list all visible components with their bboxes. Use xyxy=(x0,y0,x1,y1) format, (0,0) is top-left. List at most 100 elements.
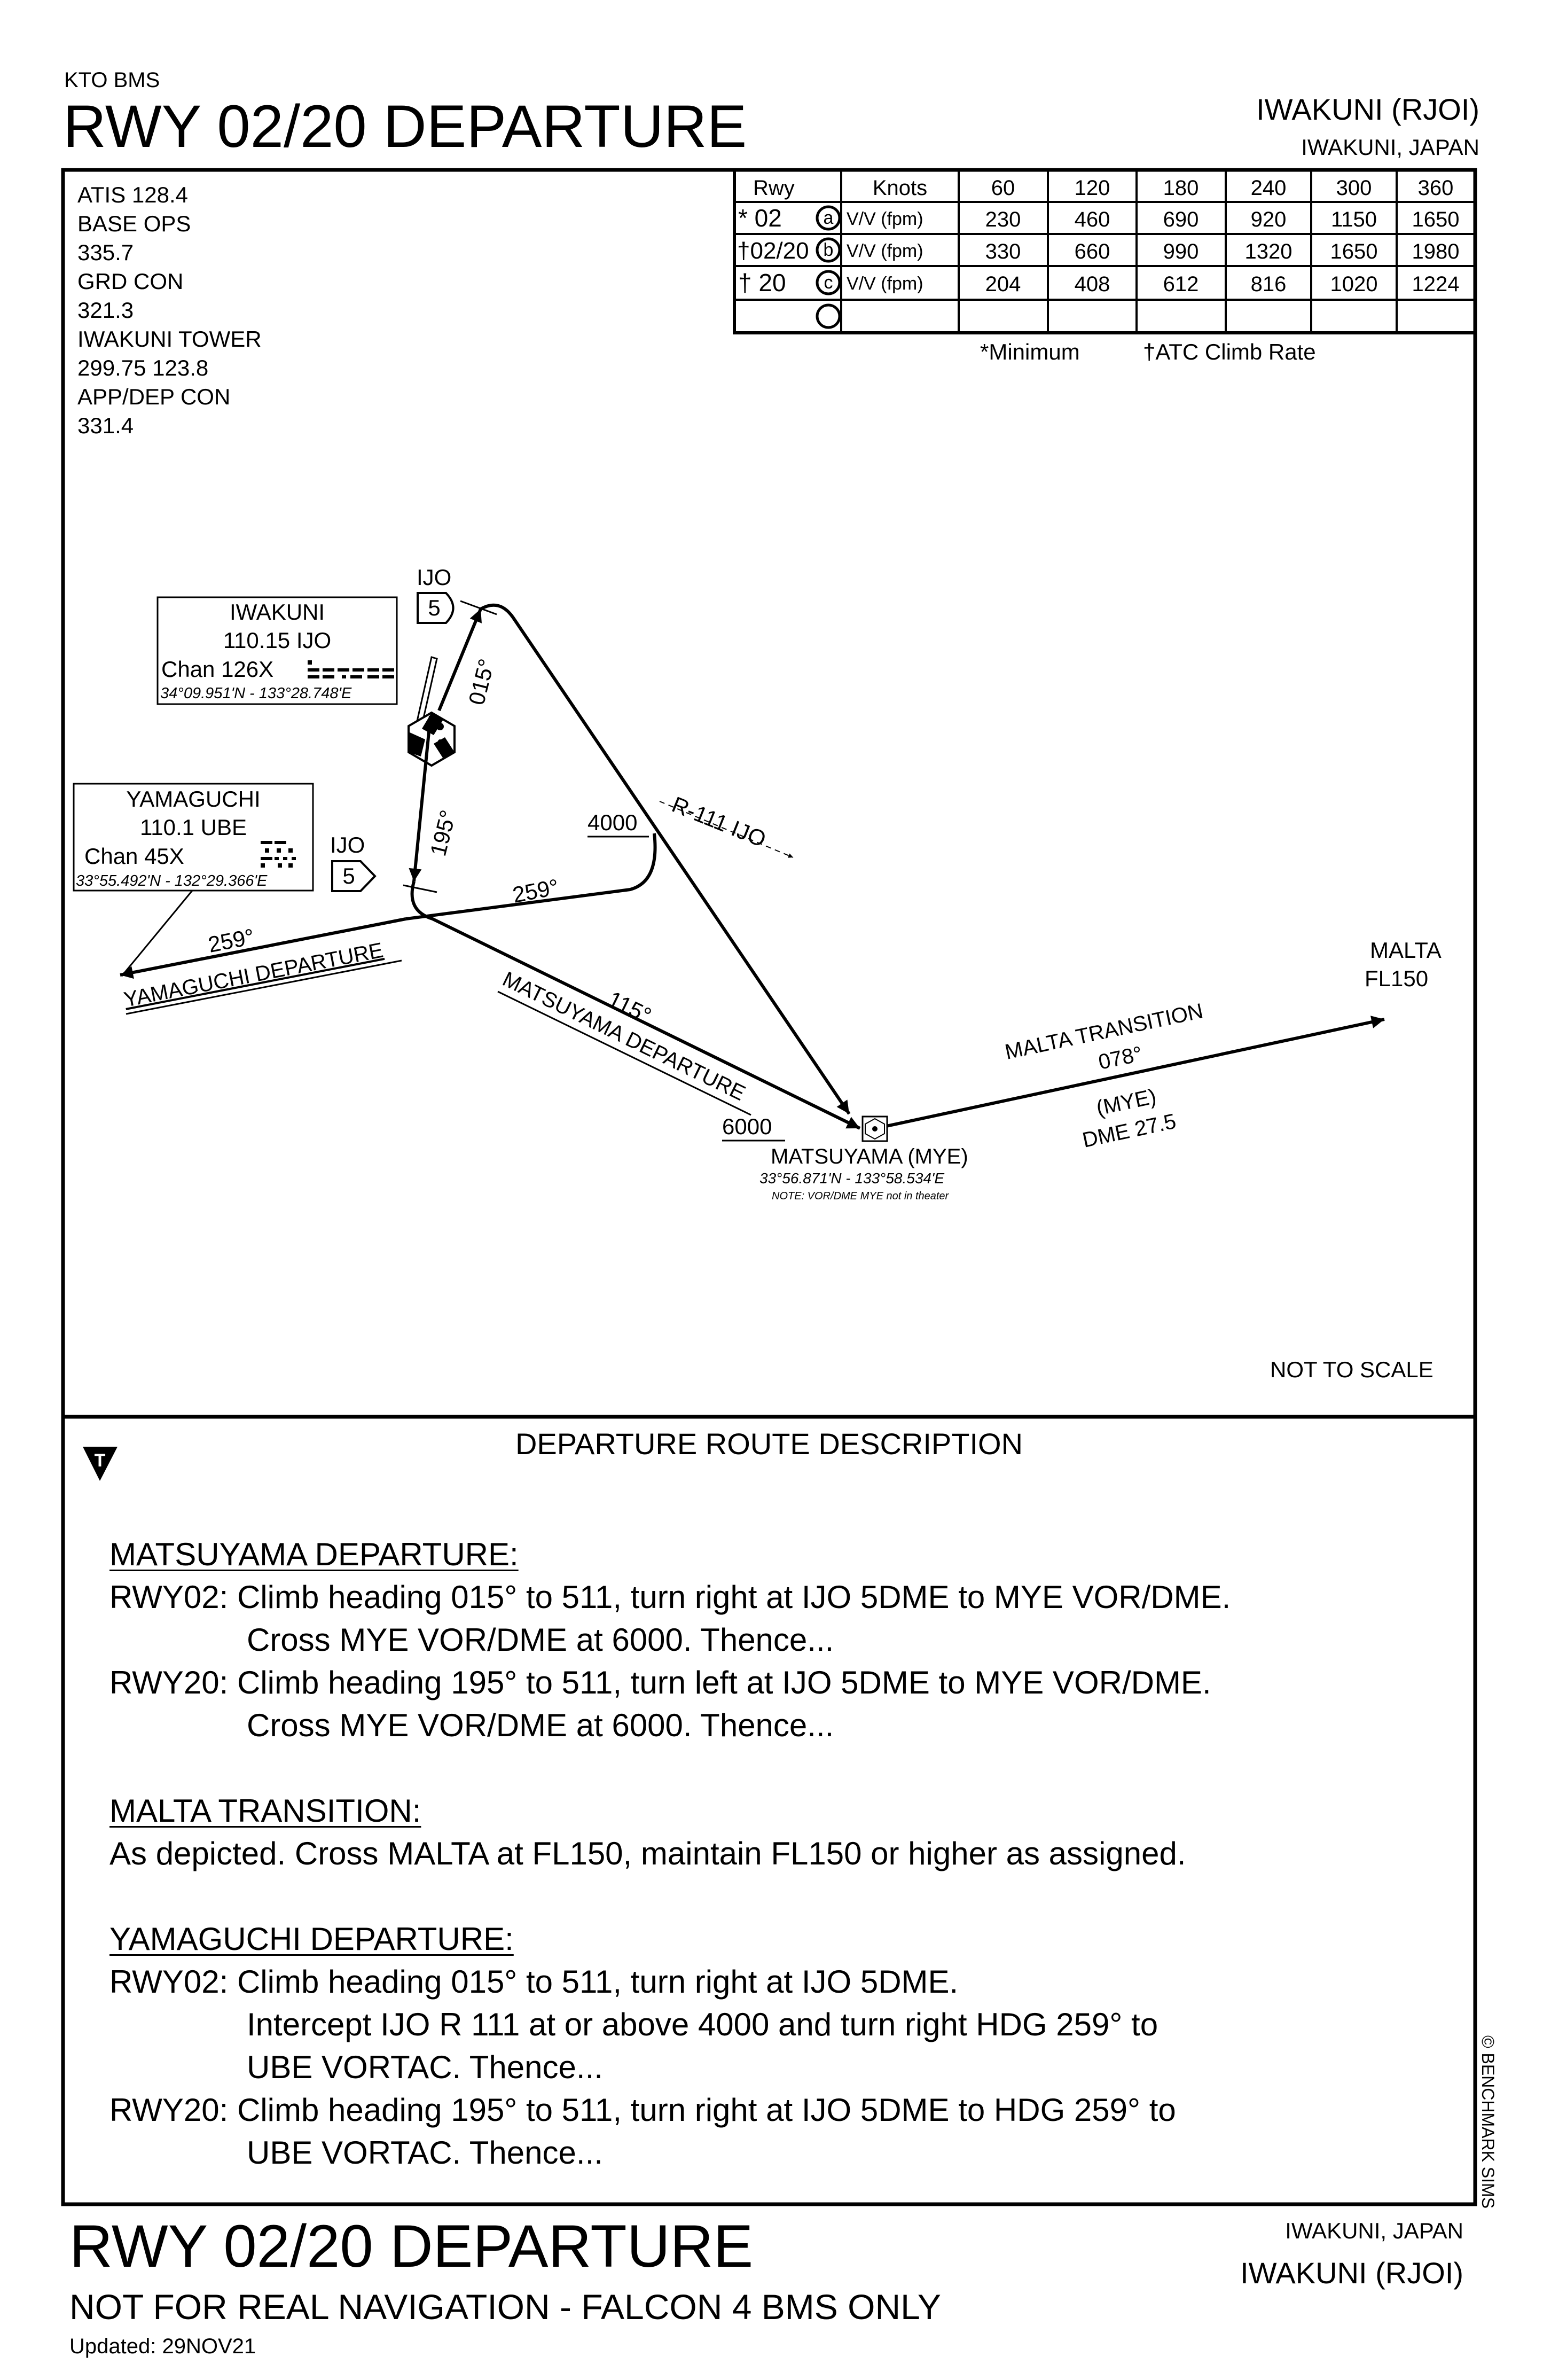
code-circle xyxy=(816,270,841,295)
th-knots-val: 360 xyxy=(1418,176,1454,200)
row-val: 408 xyxy=(1075,272,1110,296)
code-circle xyxy=(816,303,841,329)
row-val: 990 xyxy=(1163,240,1199,263)
yamaguchi-coord: 33°55.492'N - 132°29.366'E xyxy=(76,872,268,889)
code-letter: c xyxy=(824,272,833,293)
label-4000: 4000 xyxy=(588,810,637,835)
malta-title: MALTA TRANSITION: xyxy=(109,1793,421,1829)
note-minimum: *Minimum xyxy=(980,339,1080,364)
code-circle xyxy=(816,205,841,231)
malta-line-1: As depicted. Cross MALTA at FL150, maint… xyxy=(109,1836,1186,1871)
dme-tick-north xyxy=(460,600,497,615)
footer-title: RWY 02/20 DEPARTURE xyxy=(69,2213,754,2280)
label-fl150: FL150 xyxy=(1365,966,1428,991)
code-letter: a xyxy=(824,208,834,228)
row-val: 1020 xyxy=(1330,272,1378,296)
iwakuni-chan: Chan 126X xyxy=(161,657,273,682)
route-r111-loop xyxy=(405,833,657,920)
runway-code-circles xyxy=(816,205,841,329)
label-r111: R-111 IJO xyxy=(669,792,770,852)
mye-vor-dme-icon xyxy=(861,1115,888,1142)
freq-line: ATIS 128.4 xyxy=(77,182,189,207)
dme-fix-north xyxy=(417,592,455,624)
description-heading: DEPARTURE ROUTE DESCRIPTION xyxy=(515,1427,1023,1461)
yamaguchi-name: YAMAGUCHI xyxy=(126,786,260,811)
yamaguchi-line-4: RWY20: Climb heading 195° to 511, turn r… xyxy=(109,2092,1176,2128)
row-val: 920 xyxy=(1251,208,1287,231)
th-knots: Knots xyxy=(873,176,927,200)
note-atc: †ATC Climb Rate xyxy=(1143,339,1316,364)
route-015-leg xyxy=(437,608,482,712)
matsuyama-line-3: RWY20: Climb heading 195° to 511, turn l… xyxy=(109,1665,1211,1700)
code-letters: a b c xyxy=(824,208,834,293)
row-val: 204 xyxy=(985,272,1021,296)
page-title: RWY 02/20 DEPARTURE xyxy=(63,93,747,160)
iwakuni-coord: 34°09.951'N - 133°28.748'E xyxy=(160,685,352,702)
takeoff-minimums-icon: T xyxy=(83,1447,118,1481)
row-val: 230 xyxy=(985,208,1021,231)
dme-fix-south xyxy=(331,860,377,892)
th-knots-val: 240 xyxy=(1251,176,1287,200)
label-matsuyama-departure: MATSUYAMA DEPARTURE xyxy=(499,967,749,1105)
label-yamaguchi-underline xyxy=(126,959,402,1015)
freq-line: 299.75 123.8 xyxy=(77,355,209,380)
frequency-list: ATIS 128.4 BASE OPS 335.7 GRD CON 321.3 … xyxy=(77,181,262,440)
freq-line: 321.3 xyxy=(77,298,134,323)
label-malta: MALTA xyxy=(1370,938,1442,963)
matsuyama-line-2: Cross MYE VOR/DME at 6000. Thence... xyxy=(247,1622,834,1658)
label-259-upper: 259° xyxy=(511,874,561,908)
label-mye-coord: 33°56.871'N - 133°58.534'E xyxy=(759,1170,944,1187)
not-to-scale: NOT TO SCALE xyxy=(1270,1357,1434,1382)
row-val: 1224 xyxy=(1412,272,1460,296)
radial-line xyxy=(659,801,794,858)
route-lines xyxy=(120,603,1385,1130)
climb-table-text: Rwy Knots 60 120 180 240 300 360 * 02 V/… xyxy=(737,176,1459,296)
row-unit: V/V (fpm) xyxy=(847,241,923,261)
iwakuni-vortac-icon xyxy=(408,711,456,767)
row-rwy: * 02 xyxy=(738,204,782,232)
footer-airport: IWAKUNI (RJOI) xyxy=(1240,2256,1463,2290)
route-115-leg xyxy=(410,881,861,1130)
th-rwy: Rwy xyxy=(753,176,795,200)
label-matsuyama-underline xyxy=(497,990,751,1116)
row-val: 816 xyxy=(1251,272,1287,296)
ijo-label-north: IJO xyxy=(417,565,451,590)
label-015: 015° xyxy=(464,657,499,708)
freq-line: 331.4 xyxy=(77,413,134,438)
freq-line: APP/DEP CON xyxy=(77,384,231,409)
yamaguchi-line-2: Intercept IJO R 111 at or above 4000 and… xyxy=(247,2007,1158,2042)
row-val: 690 xyxy=(1163,208,1199,231)
th-knots-val: 180 xyxy=(1163,176,1199,200)
row-unit: V/V (fpm) xyxy=(847,274,923,294)
label-mye-note: NOTE: VOR/DME MYE not in theater xyxy=(772,1190,950,1202)
route-north-turn xyxy=(480,603,851,1115)
org-label: KTO BMS xyxy=(64,68,160,92)
row-val: 660 xyxy=(1075,240,1110,263)
matsuyama-line-4: Cross MYE VOR/DME at 6000. Thence... xyxy=(247,1707,834,1743)
takeoff-minimums-letter: T xyxy=(95,1450,106,1471)
copyright: © BENCHMARK SIMS xyxy=(1478,2035,1498,2209)
airport-label: IWAKUNI (RJOI) xyxy=(1256,92,1479,126)
code-letter: b xyxy=(824,240,834,260)
dme-tick-south xyxy=(403,884,437,893)
iwakuni-freq: 110.15 IJO xyxy=(223,628,331,653)
freq-line: BASE OPS xyxy=(77,211,191,236)
label-dme-275: DME 27.5 xyxy=(1080,1110,1178,1152)
freq-line: IWAKUNI TOWER xyxy=(77,326,262,352)
label-195: 195° xyxy=(425,808,461,859)
label-mye-name: MATSUYAMA (MYE) xyxy=(771,1145,968,1168)
yamaguchi-line-3: UBE VORTAC. Thence... xyxy=(247,2049,603,2085)
label-6000: 6000 xyxy=(722,1114,772,1139)
row-rwy: † 20 xyxy=(738,269,786,296)
row-val: 1650 xyxy=(1330,240,1378,263)
th-knots-val: 120 xyxy=(1075,176,1110,200)
row-rwy: †02/20 xyxy=(737,238,809,264)
row-val: 612 xyxy=(1163,272,1199,296)
dme-fix-north-value: 5 xyxy=(428,595,440,620)
yamaguchi-leader-line xyxy=(121,890,193,977)
row-val: 1650 xyxy=(1412,208,1460,231)
route-259-leg xyxy=(120,917,406,979)
matsuyama-line-1: RWY02: Climb heading 015° to 511, turn r… xyxy=(109,1579,1231,1615)
yamaguchi-morse-icon xyxy=(261,841,296,868)
